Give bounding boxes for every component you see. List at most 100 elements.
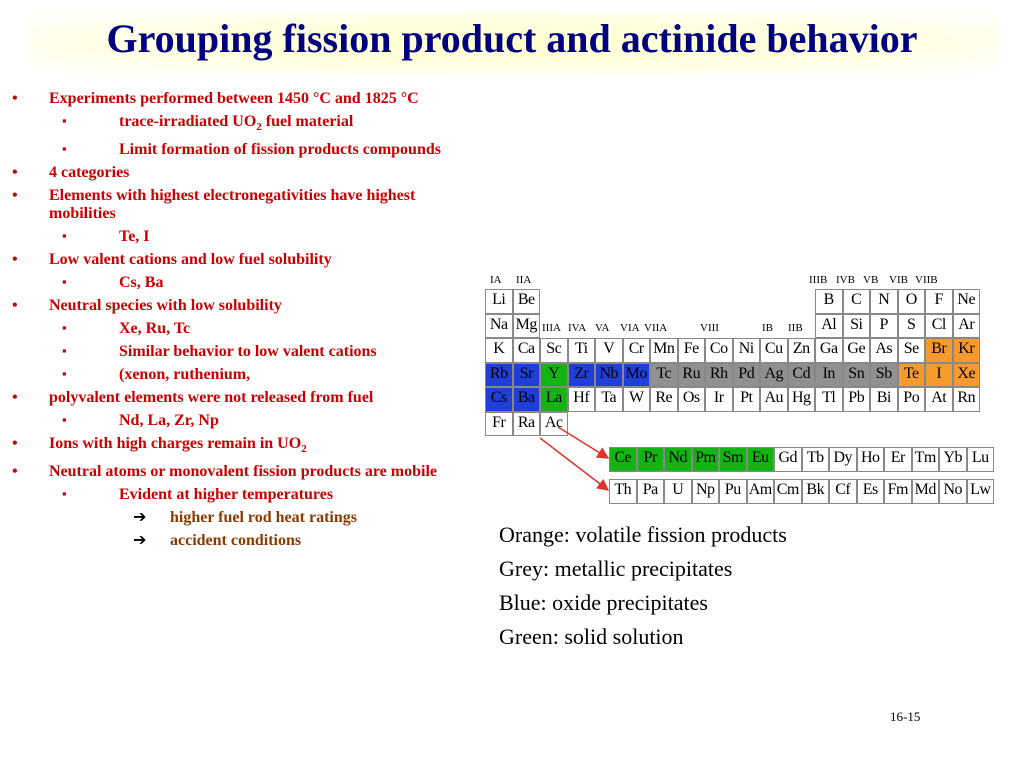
bullet-level1: •polyvalent elements were not released f…: [10, 389, 475, 407]
bullet-text: Experiments performed between 1450 °C an…: [49, 90, 419, 107]
element-pd: Pd: [732, 362, 760, 387]
element-ac: Ac: [540, 411, 568, 436]
group-label: IVB: [836, 274, 855, 286]
bullet-level2: ▪ (xenon, ruthenium,: [10, 366, 475, 384]
element-i: I: [925, 362, 953, 387]
bullet-text: higher fuel rod heat ratings: [170, 509, 357, 527]
element-no: No: [939, 479, 967, 504]
element-cm: Cm: [774, 479, 802, 504]
element-ba: Ba: [512, 387, 540, 412]
bullet-marker: ➔: [133, 532, 147, 550]
bullet-level2: ▪trace-irradiated UO2 fuel material: [10, 113, 475, 136]
element-dy: Dy: [829, 447, 857, 472]
bullet-marker: •: [12, 463, 18, 481]
bullet-text: Nd, La, Zr, Np: [119, 412, 219, 430]
element-o: O: [897, 289, 925, 314]
element-te: Te: [897, 362, 925, 387]
bullet-level1: • Neutral atoms or monovalent fission pro…: [10, 463, 475, 481]
bullet-marker: ▪: [62, 412, 67, 428]
element-zn: Zn: [787, 338, 815, 363]
bullet-text: Xe, Ru, Tc: [119, 320, 191, 338]
bullet-text: polyvalent elements were not released fr…: [49, 389, 374, 407]
element-cs: Cs: [485, 387, 513, 412]
bullet-text: Ions with high charges remain in UO: [49, 435, 302, 453]
bullet-text: Similar behavior to low valent cations: [119, 343, 377, 361]
element-b: B: [815, 289, 843, 314]
element-pa: Pa: [636, 479, 664, 504]
group-label: VB: [863, 274, 879, 286]
element-ra: Ra: [512, 411, 540, 436]
element-rh: Rh: [705, 362, 733, 387]
group-label: VIIB: [915, 274, 938, 286]
element-zr: Zr: [567, 362, 595, 387]
legend-blue: Blue: oxide precipitates: [499, 590, 708, 615]
element-mg: Mg: [512, 313, 540, 338]
bullet-level1: •Low valent cations and low fuel solubil…: [10, 251, 475, 269]
element-ti: Ti: [567, 338, 595, 363]
bullet-level2: ▪Cs, Ba: [10, 274, 475, 292]
bullet-text: Te, I: [119, 228, 150, 246]
group-label: VA: [595, 322, 610, 334]
element-in: In: [815, 362, 843, 387]
element-eu: Eu: [746, 447, 774, 472]
group-label: IVA: [568, 322, 587, 334]
bullet-marker: ▪: [62, 486, 67, 502]
element-co: Co: [705, 338, 733, 363]
element-tb: Tb: [801, 447, 829, 472]
element-er: Er: [884, 447, 912, 472]
bullet-level2: ▪ Evident at higher temperatures: [10, 486, 475, 504]
element-md: Md: [911, 479, 939, 504]
bullet-text: accident conditions: [170, 532, 302, 550]
bullet-level3: ➔higher fuel rod heat ratings: [10, 509, 475, 527]
bullet-marker: ▪: [62, 366, 67, 382]
element-ar: Ar: [952, 313, 980, 338]
element-cu: Cu: [760, 338, 788, 363]
element-pr: Pr: [636, 447, 664, 472]
bullet-text: (xenon, ruthenium,: [119, 366, 251, 384]
group-label: IB: [762, 322, 773, 334]
element-ca: Ca: [512, 338, 540, 363]
bullet-text: Low valent cations and low fuel solubili…: [49, 251, 332, 269]
element-sr: Sr: [512, 362, 540, 387]
element-mn: Mn: [650, 338, 678, 363]
element-pb: Pb: [842, 387, 870, 412]
element-tl: Tl: [815, 387, 843, 412]
element-np: Np: [691, 479, 719, 504]
element-al: Al: [815, 313, 843, 338]
bullet-level1: •4 categories: [10, 164, 475, 182]
element-lw: Lw: [966, 479, 994, 504]
element-am: Am: [746, 479, 774, 504]
element-lu: Lu: [966, 447, 994, 472]
bullet-level2: ▪ Xe, Ru, Tc: [10, 320, 475, 338]
bullet-text: Evident at higher temperatures: [119, 486, 334, 504]
element-pt: Pt: [732, 387, 760, 412]
element-as: As: [870, 338, 898, 363]
bullet-marker: •: [12, 90, 18, 107]
bullet-text: Neutral atoms or monovalent fission prod…: [49, 463, 437, 481]
element-si: Si: [842, 313, 870, 338]
element-yb: Yb: [939, 447, 967, 472]
element-bi: Bi: [870, 387, 898, 412]
element-kr: Kr: [952, 338, 980, 363]
bullet-tail: fuel material: [261, 113, 354, 130]
element-tc: Tc: [650, 362, 678, 387]
element-ge: Ge: [842, 338, 870, 363]
element-w: W: [622, 387, 650, 412]
bullet-marker: ▪: [62, 228, 67, 244]
group-label: VIA: [620, 322, 640, 334]
bullet-text: Cs, Ba: [119, 274, 164, 292]
element-y: Y: [540, 362, 568, 387]
element-bk: Bk: [801, 479, 829, 504]
title-background: [30, 12, 1000, 74]
bullet-marker: ▪: [62, 320, 67, 336]
element-es: Es: [856, 479, 884, 504]
element-k: K: [485, 338, 513, 363]
element-sm: Sm: [719, 447, 747, 472]
element-hf: Hf: [567, 387, 595, 412]
element-p: P: [870, 313, 898, 338]
legend-orange: Orange: volatile fission products: [499, 522, 787, 547]
bullet-level3: ➔ accident conditions: [10, 532, 475, 550]
element-ce: Ce: [609, 447, 637, 472]
bullet-marker: •: [12, 435, 18, 453]
